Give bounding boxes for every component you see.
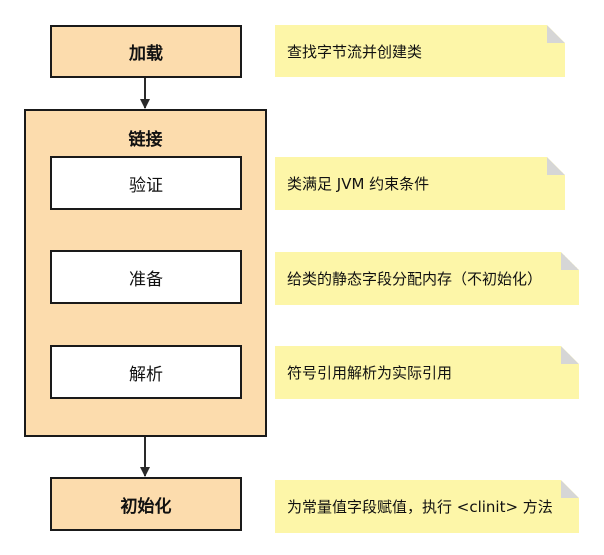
load-stage-label: 加载 — [129, 44, 163, 64]
prepare-step-box: 准备 — [50, 250, 242, 304]
verify-note: 类满足 JVM 约束条件 — [275, 157, 565, 210]
verify-step-label: 验证 — [129, 175, 163, 196]
resolve-step-label: 解析 — [129, 364, 163, 385]
load-note-text: 查找字节流并创建类 — [287, 42, 423, 61]
resolve-note: 符号引用解析为实际引用 — [275, 346, 579, 399]
init-stage-label: 初始化 — [120, 496, 172, 517]
init-note-text: 为常量值字段赋值，执行 <clinit> 方法 — [287, 498, 553, 516]
prepare-step-label: 准备 — [129, 269, 163, 290]
init-note: 为常量值字段赋值，执行 <clinit> 方法 — [275, 480, 579, 533]
verify-step-box: 验证 — [50, 156, 242, 210]
load-note: 查找字节流并创建类 — [275, 25, 565, 77]
verify-note-text: 类满足 JVM 约束条件 — [287, 175, 430, 193]
link-stage-label: 链接 — [128, 130, 163, 150]
init-stage-box: 初始化 — [50, 477, 242, 531]
resolve-note-text: 符号引用解析为实际引用 — [287, 364, 453, 382]
prepare-note: 给类的静态字段分配内存（不初始化） — [275, 252, 579, 305]
prepare-note-text: 给类的静态字段分配内存（不初始化） — [287, 270, 543, 288]
resolve-step-box: 解析 — [50, 345, 242, 399]
load-stage-box: 加载 — [50, 25, 242, 78]
